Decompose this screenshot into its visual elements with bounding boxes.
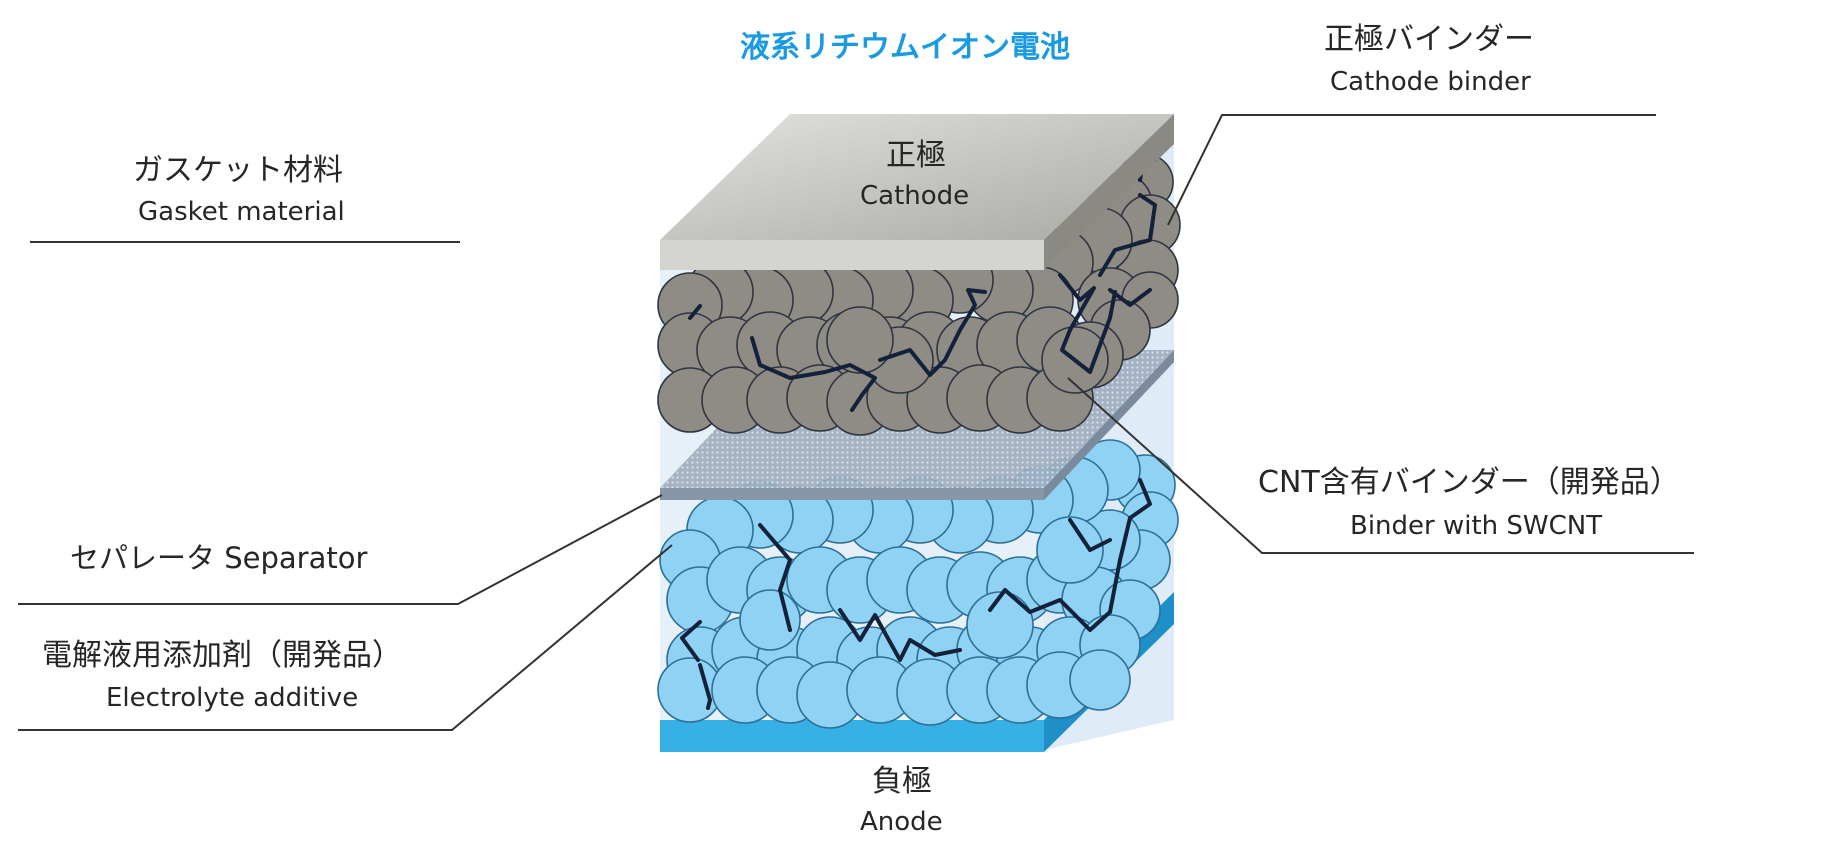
- cnt-binder-label-ja: CNT含有バインダー（開発品）: [1258, 465, 1680, 500]
- anode-label-ja: 負極: [872, 764, 932, 799]
- electrolyte-label-en: Electrolyte additive: [106, 683, 359, 713]
- cnt-binder-label-en: Binder with SWCNT: [1350, 511, 1603, 541]
- separator-label: セパレータ Separator: [70, 541, 368, 575]
- cnt-binder-leader-line: [1067, 377, 1694, 554]
- cathode-label-ja: 正極: [886, 138, 946, 173]
- separator-leader-line: [18, 494, 663, 605]
- particle: [739, 589, 801, 651]
- gasket-label-ja: ガスケット材料: [133, 153, 343, 188]
- cathode-label-en: Cathode: [860, 181, 970, 211]
- anode-label-en: Anode: [860, 807, 943, 837]
- anode-particles: [657, 439, 1179, 729]
- electrolyte-leader-line: [18, 544, 673, 731]
- particle: [966, 591, 1034, 659]
- particle: [1036, 516, 1104, 584]
- cathode-binder-leader-line: [1167, 114, 1656, 226]
- diagram-title: 液系リチウムイオン電池: [740, 30, 1070, 65]
- leader-lines: [18, 114, 1694, 731]
- cathode-binder-label-en: Cathode binder: [1330, 67, 1531, 97]
- cathode-binder-label-ja: 正極バインダー: [1324, 22, 1534, 57]
- cathode-plate: [660, 114, 1174, 270]
- particle: [826, 306, 894, 374]
- particle: [1069, 649, 1131, 711]
- electrolyte-label-ja: 電解液用添加剤（開発品）: [42, 638, 402, 673]
- gasket-label-en: Gasket material: [138, 197, 345, 227]
- anode-binder-strands: [680, 478, 1152, 710]
